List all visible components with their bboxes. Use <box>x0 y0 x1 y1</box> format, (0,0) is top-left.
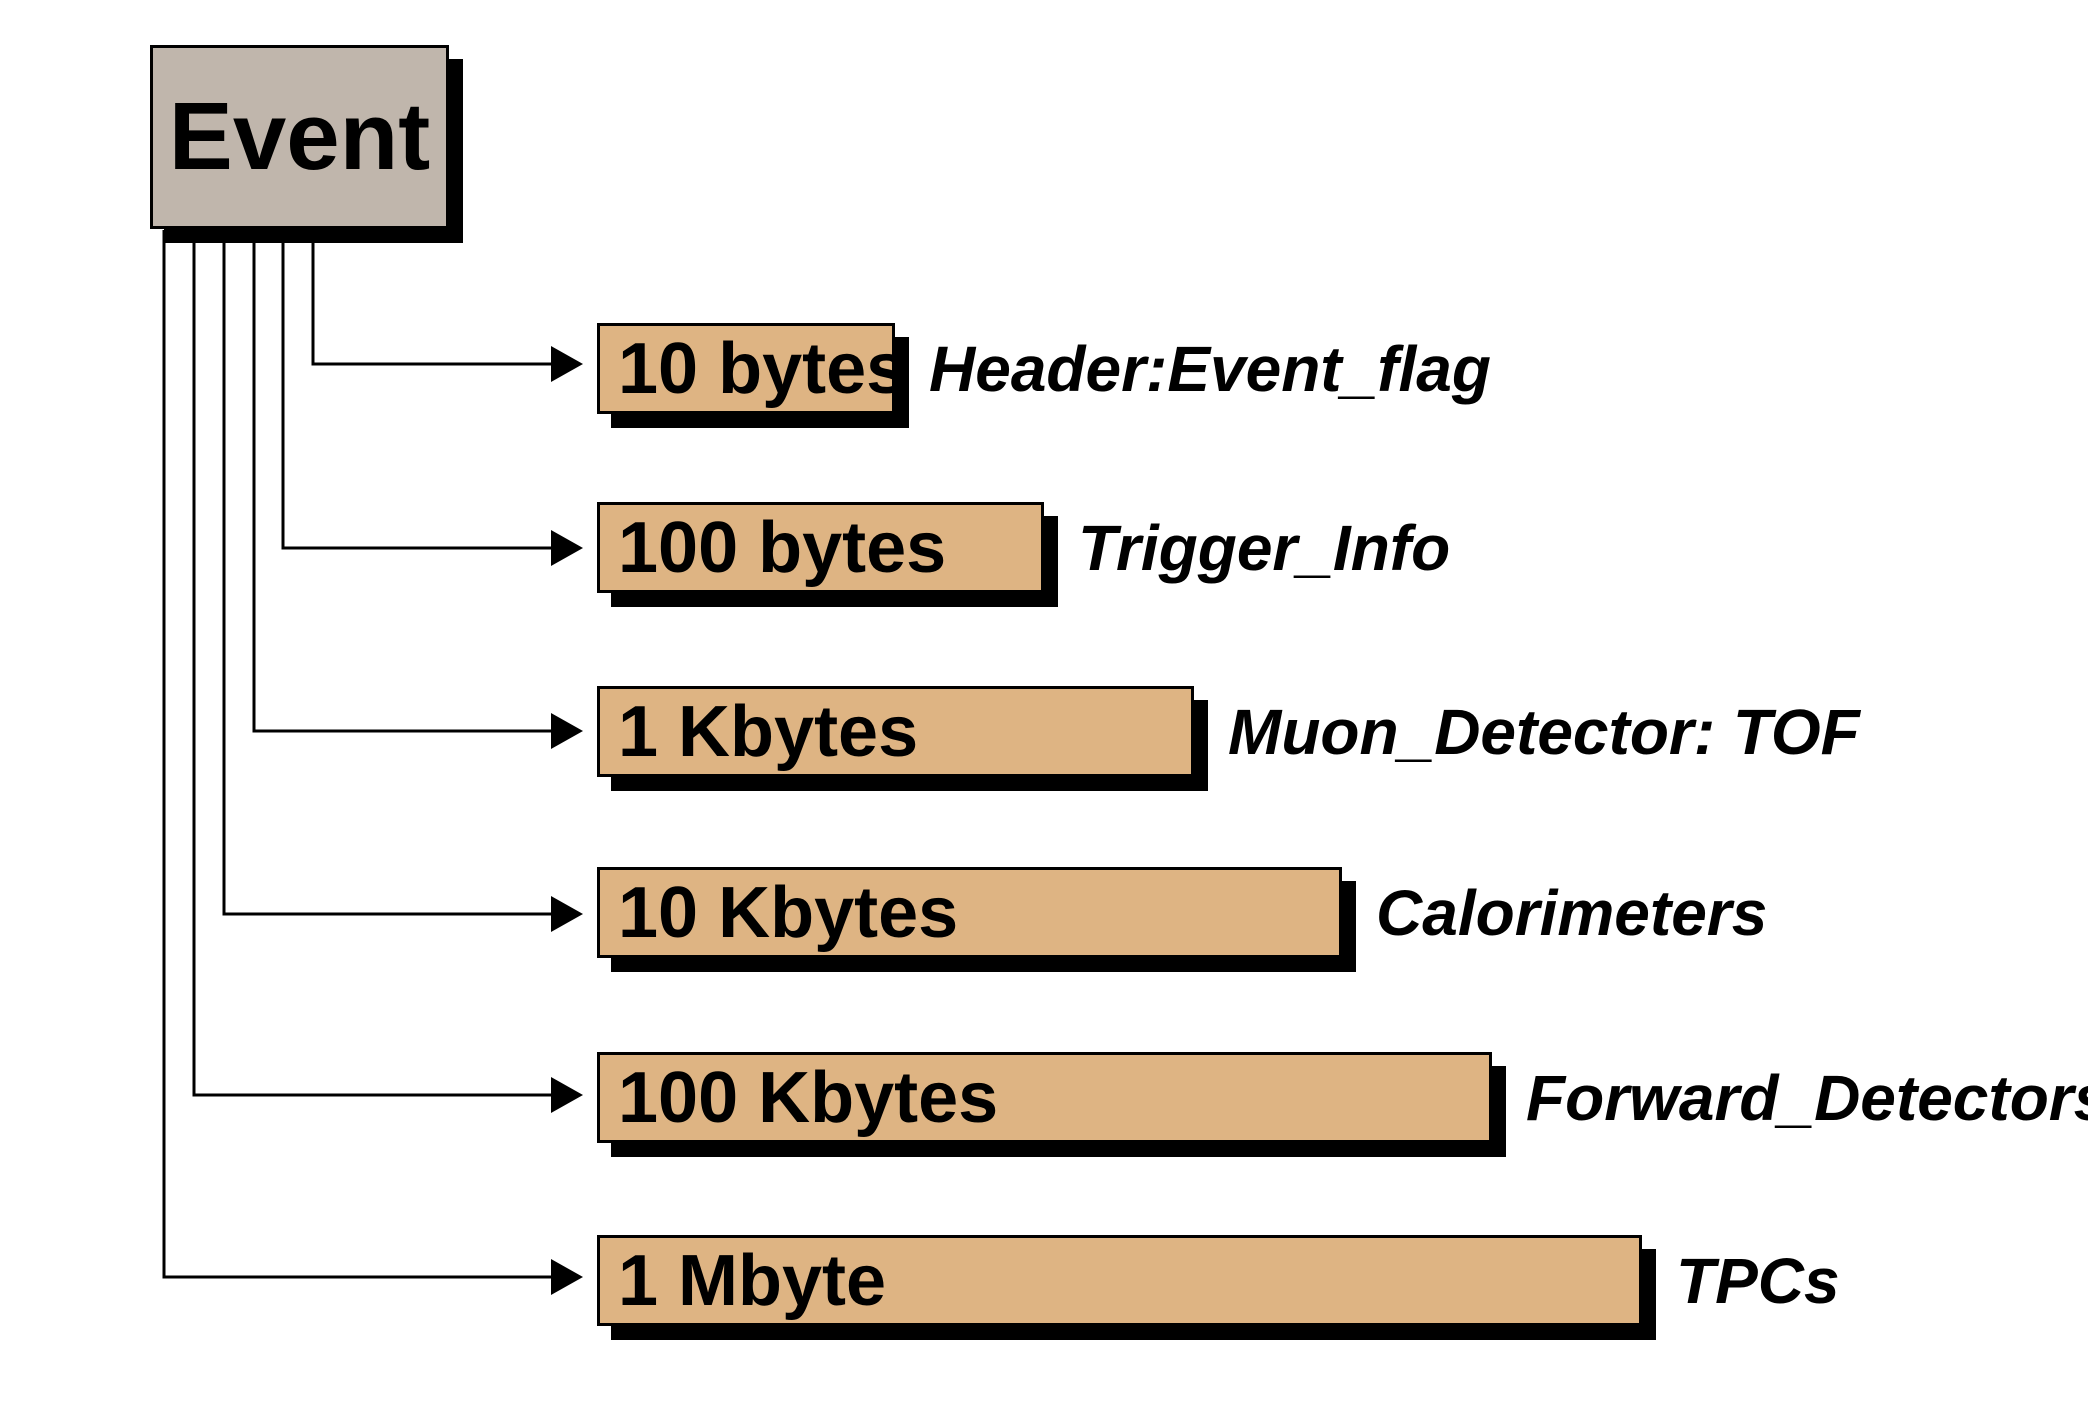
root-node-event: Event <box>150 45 449 229</box>
connector-line <box>222 230 551 916</box>
size-bar: 1 Mbyte <box>597 1235 1642 1326</box>
row-annotation: Muon_Detector: TOF <box>1228 695 1860 768</box>
size-bar: 10 Kbytes <box>597 867 1342 958</box>
size-bar: 10 bytes <box>597 323 906 414</box>
size-bar: 100 Kbytes <box>597 1052 1492 1143</box>
connector-line <box>192 230 551 1097</box>
root-node-label: Event <box>168 83 431 190</box>
size-bar-label: 1 Mbyte <box>618 1240 887 1321</box>
row-annotation: Header:Event_flag <box>929 332 1491 405</box>
arrowhead-icon <box>551 530 583 566</box>
size-bar-label: 100 Kbytes <box>618 1057 999 1138</box>
row-annotation: Calorimeters <box>1376 876 1768 949</box>
arrowhead-icon <box>551 1259 583 1295</box>
connector-line <box>311 230 551 366</box>
arrowhead-icon <box>551 346 583 382</box>
row-annotation: TPCs <box>1676 1244 1840 1317</box>
size-bar-label: 10 Kbytes <box>618 872 959 953</box>
arrowhead-icon <box>551 1077 583 1113</box>
row-annotation: Forward_Detectors <box>1526 1061 2088 1134</box>
row-annotation: Trigger_Info <box>1078 511 1451 584</box>
size-bar: 100 bytes <box>597 502 1044 593</box>
connector-line <box>162 230 551 1279</box>
arrowhead-icon <box>551 896 583 932</box>
size-bar-label: 1 Kbytes <box>618 691 919 772</box>
size-bar: 1 Kbytes <box>597 686 1194 777</box>
size-bar-label: 100 bytes <box>618 507 947 588</box>
size-bar-label: 10 bytes <box>618 328 907 409</box>
arrowhead-icon <box>551 713 583 749</box>
connector-line <box>281 230 551 550</box>
connector-line <box>252 230 551 733</box>
